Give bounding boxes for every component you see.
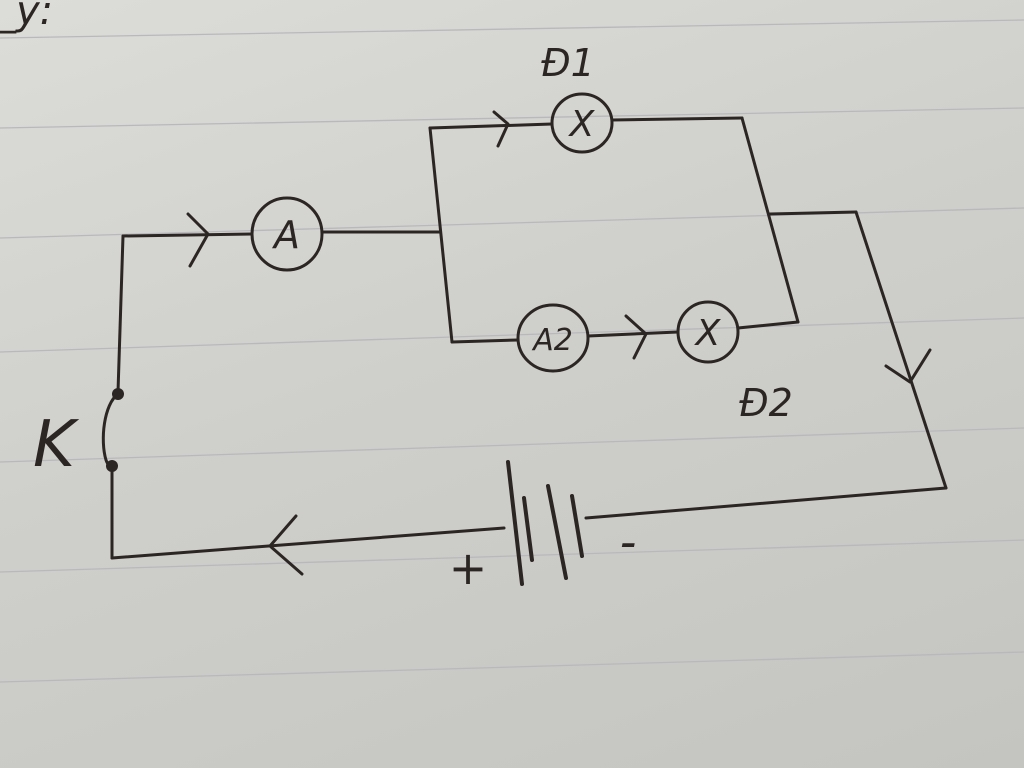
rule-line xyxy=(0,539,1024,573)
wire-right-vertical xyxy=(854,210,948,490)
switch-label: K xyxy=(33,408,80,482)
current-arrows xyxy=(186,110,932,576)
switch: K xyxy=(33,388,124,482)
arrow-icon xyxy=(884,348,932,384)
wire-branch-left-vertical xyxy=(428,126,454,344)
lamp-2-symbol: X xyxy=(694,313,722,354)
rule-line xyxy=(0,107,1024,129)
ammeter-main-circle xyxy=(250,196,324,272)
rule-line xyxy=(0,207,1024,239)
battery-negative-label: - xyxy=(620,515,637,569)
wire-branch2-mid xyxy=(586,330,680,338)
battery-plate xyxy=(546,484,568,580)
wire-bottom-left xyxy=(110,526,506,560)
lamp-2-label: Đ2 xyxy=(739,381,793,425)
wire-left-vertical xyxy=(116,234,125,394)
arrow-icon xyxy=(624,314,648,360)
wire-right-junction xyxy=(768,210,858,216)
rule-line xyxy=(0,427,1024,463)
battery-plate xyxy=(506,460,524,586)
rule-line xyxy=(0,19,1024,39)
ammeter-main: A xyxy=(250,196,324,272)
battery-plate xyxy=(522,496,534,562)
wire-branch2-left xyxy=(450,338,520,344)
wire-branch2-right xyxy=(736,320,800,330)
lamp-1-label: Đ1 xyxy=(541,41,595,85)
switch-contact-bottom xyxy=(106,460,118,472)
battery: + - xyxy=(449,460,637,595)
wire-battery-right xyxy=(584,486,948,520)
arrow-icon xyxy=(268,514,304,576)
lamp-1-circle xyxy=(550,92,614,154)
rule-line xyxy=(0,651,1024,683)
wire-branch1-right xyxy=(610,116,744,122)
arrow-icon xyxy=(186,212,210,268)
wire-top-left xyxy=(121,232,254,238)
circuit-wires xyxy=(110,116,948,560)
lamp-2-circle xyxy=(676,300,740,364)
header-fragment: _y: xyxy=(0,0,53,34)
lamp-1: X Đ1 xyxy=(541,41,614,154)
rule-line xyxy=(0,317,1024,353)
ammeter-branch-label: A2 xyxy=(531,323,573,358)
battery-plate xyxy=(570,494,584,558)
notebook-rules xyxy=(0,19,1024,683)
lamp-2: X Đ2 xyxy=(676,300,793,425)
lamp-1-symbol: X xyxy=(568,104,596,145)
battery-positive-label: + xyxy=(449,541,488,595)
ammeter-main-label: A xyxy=(271,213,300,257)
arrow-icon xyxy=(492,110,510,148)
ammeter-branch-circle xyxy=(516,303,590,373)
wire-branch-right-vertical xyxy=(740,116,800,324)
switch-blade xyxy=(101,392,120,469)
ammeter-branch: A2 xyxy=(516,303,590,373)
wire-branch1-left xyxy=(428,122,554,130)
